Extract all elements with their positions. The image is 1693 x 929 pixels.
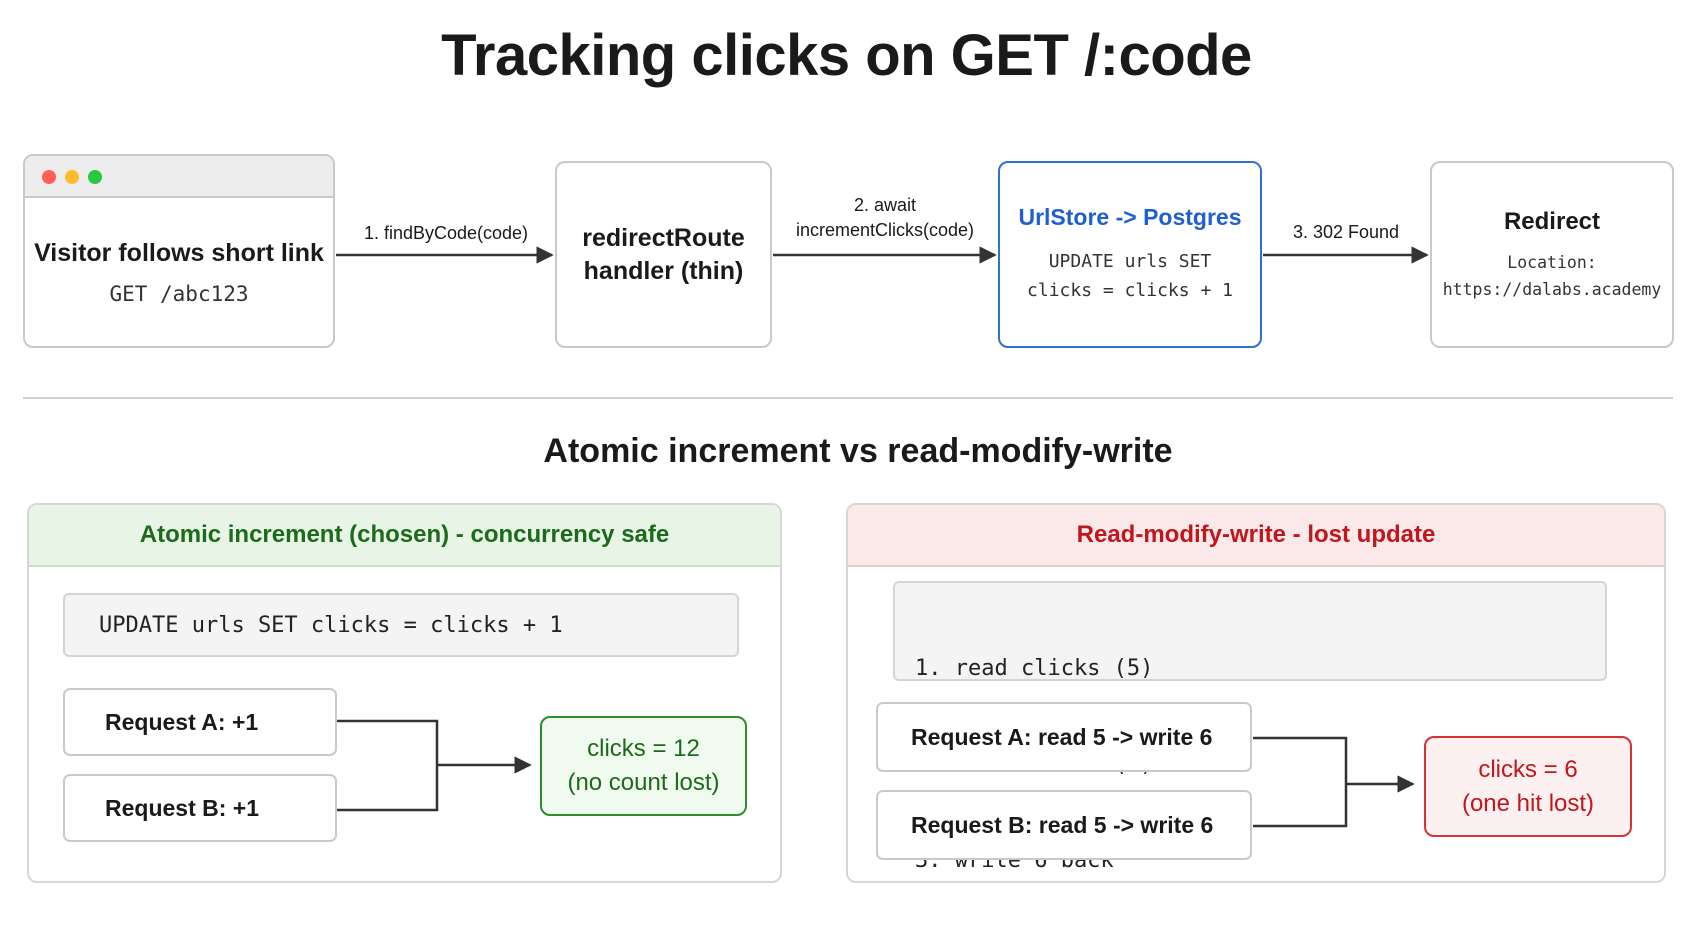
page-title: Tracking clicks on GET /:code bbox=[441, 23, 1252, 88]
minimize-dot-icon bbox=[65, 170, 79, 184]
rmw-panel-header: Read-modify-write - lost update bbox=[848, 505, 1664, 567]
redirect-title: Redirect bbox=[1503, 207, 1601, 235]
handler-title-line2: handler (thin) bbox=[583, 256, 744, 285]
atomic-merge-connector bbox=[337, 719, 530, 812]
visitor-card-body: Visitor follows short link GET /abc123 bbox=[25, 198, 333, 346]
atomic-result-note: (no count lost) bbox=[567, 769, 720, 796]
rmw-steps-code: 1. read clicks (5) 2. add 1 in JS (6) 3.… bbox=[893, 581, 1607, 873]
section-divider bbox=[23, 397, 1673, 399]
rmw-merge-connector bbox=[1253, 736, 1413, 828]
redirect-location-label: Location: bbox=[1507, 252, 1597, 272]
rmw-result-value: clicks = 6 bbox=[1478, 755, 1578, 783]
rmw-request-b: Request B: read 5 -> write 6 bbox=[876, 790, 1252, 860]
handler-title-line1: redirectRoute bbox=[582, 224, 745, 252]
store-sql-line1: UPDATE urls SET bbox=[1048, 250, 1212, 272]
atomic-result-box: clicks = 12 (no count lost) bbox=[540, 716, 747, 816]
visitor-browser-card: Visitor follows short link GET /abc123 bbox=[23, 154, 335, 348]
atomic-sql-code: UPDATE urls SET clicks = clicks + 1 bbox=[63, 593, 739, 657]
atomic-request-a: Request A: +1 bbox=[63, 688, 337, 756]
close-dot-icon bbox=[42, 170, 56, 184]
arrow2-line2: incrementClicks(code) bbox=[795, 220, 975, 241]
rmw-step-1: 1. read clicks (5) bbox=[915, 656, 1154, 681]
section-subtitle: Atomic increment vs read-modify-write bbox=[543, 432, 1173, 470]
rmw-result-note: (one hit lost) bbox=[1461, 789, 1595, 817]
arrow-label-increment-clicks: 2. await incrementClicks(code) bbox=[778, 193, 992, 243]
rmw-request-a: Request A: read 5 -> write 6 bbox=[876, 702, 1252, 772]
rmw-result-box: clicks = 6 (one hit lost) bbox=[1424, 736, 1632, 837]
atomic-result-value: clicks = 12 bbox=[587, 735, 700, 763]
atomic-request-b: Request B: +1 bbox=[63, 774, 337, 842]
url-store-postgres-box: UrlStore -> Postgres UPDATE urls SET cli… bbox=[998, 161, 1262, 348]
store-sql-line2: clicks = clicks + 1 bbox=[1027, 280, 1233, 302]
arrow-label-find-by-code: 1. findByCode(code) bbox=[363, 223, 529, 243]
redirect-location-url: https://dalabs.academy bbox=[1442, 280, 1662, 300]
store-title: UrlStore -> Postgres bbox=[1018, 203, 1242, 230]
visitor-request-code: GET /abc123 bbox=[109, 282, 249, 307]
redirect-route-handler-box: redirectRoute handler (thin) bbox=[555, 161, 772, 348]
arrow2-line1: 2. await bbox=[853, 195, 917, 215]
maximize-dot-icon bbox=[88, 170, 102, 184]
browser-title-bar bbox=[25, 156, 333, 198]
visitor-title: Visitor follows short link bbox=[34, 238, 324, 267]
atomic-panel-header: Atomic increment (chosen) - concurrency … bbox=[29, 505, 780, 567]
arrow-label-302-found: 3. 302 Found bbox=[1292, 222, 1400, 242]
redirect-box: Redirect Location: https://dalabs.academ… bbox=[1430, 161, 1674, 348]
